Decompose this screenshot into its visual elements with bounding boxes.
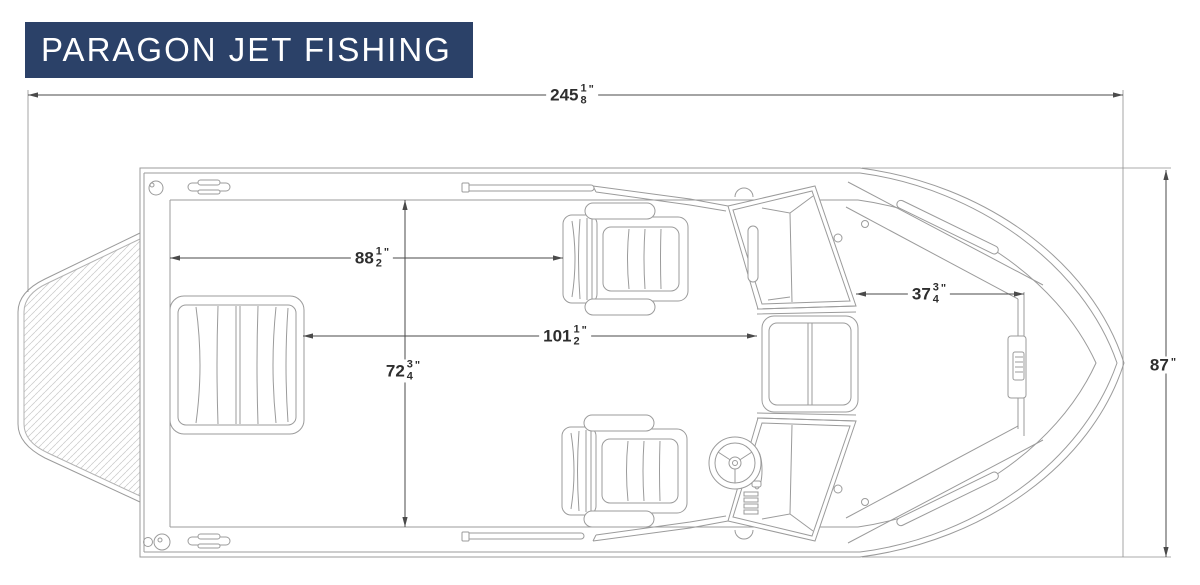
stern-bench-seat: [169, 295, 305, 435]
compass: [734, 187, 754, 198]
passenger-seat: [562, 202, 689, 316]
grab-rail-starboard: [465, 532, 585, 540]
cleat-starboard: [187, 533, 231, 549]
dim-beam: 87 ": [1145, 356, 1181, 374]
steering-wheel: [708, 436, 762, 490]
brand-banner: PARAGON JET FISHING: [25, 22, 473, 78]
center-box: [761, 315, 859, 413]
bow-deck: [833, 181, 1044, 544]
cleat-port: [187, 179, 231, 195]
helm-seat: [561, 414, 688, 528]
brand-title: PARAGON JET FISHING: [41, 31, 452, 68]
port-console: [592, 185, 857, 315]
deck-fittings: [143, 179, 595, 551]
console-grab-rail: [747, 225, 759, 283]
bow-hatch-latch: [1012, 351, 1025, 381]
jet-drive-platform: [17, 232, 141, 503]
nav-light-starboard: [143, 533, 171, 551]
grab-rail-port: [465, 184, 595, 192]
helm-console: [592, 412, 857, 542]
nav-light-port: [148, 180, 164, 196]
gauge-cluster: [743, 491, 759, 515]
